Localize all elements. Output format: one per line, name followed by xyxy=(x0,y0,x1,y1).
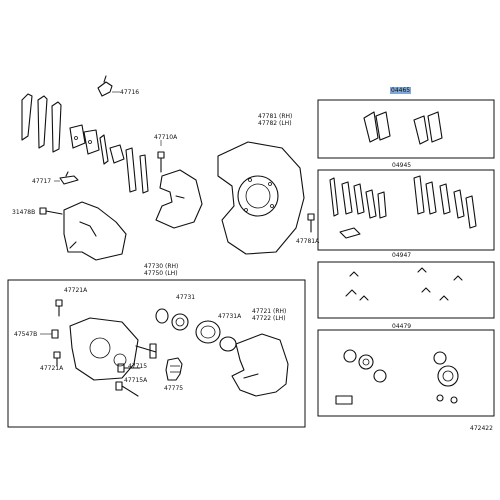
label-47710A: 47710A xyxy=(154,134,178,141)
label-kit-04465: 04465 xyxy=(390,87,412,94)
label-47716: 47716 xyxy=(120,89,140,96)
label-47730-rh: 47730 (RH) xyxy=(144,263,179,270)
label-47750-lh: 47750 (LH) xyxy=(144,270,178,277)
kit-04947-clips xyxy=(345,267,463,301)
label-47781A: 47781A xyxy=(296,238,320,245)
label-47731A: 47731A xyxy=(218,313,242,320)
kit-04945-parts xyxy=(329,175,477,239)
kit-04465-pads xyxy=(363,111,443,145)
caliper-bracket-center xyxy=(155,169,203,229)
caliper-assembly-47721 xyxy=(231,333,289,397)
kit-box-04465 xyxy=(317,99,495,159)
piston-47731A xyxy=(195,320,237,352)
label-47717: 47717 xyxy=(32,178,52,185)
slide-pin-47715 xyxy=(117,363,141,373)
label-47715A: 47715A xyxy=(124,377,148,384)
label-47547B: 47547B xyxy=(14,331,38,338)
clip-47717 xyxy=(59,171,79,185)
label-47731: 47731 xyxy=(176,294,196,301)
caliper-assembly-box xyxy=(7,279,306,428)
label-47721A-top: 47721A xyxy=(64,287,88,294)
label-47781-rh: 47781 (RH) xyxy=(258,113,293,120)
label-47721-rh: 47721 (RH) xyxy=(252,308,287,315)
label-47782-lh: 47782 (LH) xyxy=(258,120,292,127)
kit-box-04945 xyxy=(317,169,495,251)
brake-pads-group xyxy=(21,93,149,194)
clip-47716 xyxy=(97,75,113,97)
label-47775: 47775 xyxy=(164,385,184,392)
caliper-body xyxy=(69,317,157,381)
label-47722-lh: 47722 (LH) xyxy=(252,315,286,322)
label-kit-04479: 04479 xyxy=(392,323,412,330)
bolt-31478B xyxy=(39,207,63,215)
kit-box-04947 xyxy=(317,261,495,319)
slide-pin-47715A xyxy=(115,381,139,397)
boot-47775 xyxy=(165,357,183,381)
caliper-mount xyxy=(63,201,127,261)
diagram-reference-number: 472422 xyxy=(470,425,493,432)
label-kit-04945: 04945 xyxy=(392,162,412,169)
bolt-47721A-top xyxy=(55,299,63,317)
label-kit-04947: 04947 xyxy=(392,252,412,259)
seal-47731 xyxy=(155,308,189,331)
label-47715: 47715 xyxy=(128,363,148,370)
bolt-47781A xyxy=(307,213,315,233)
dust-shield xyxy=(217,141,305,255)
label-47721A-bottom: 47721A xyxy=(40,365,64,372)
kit-box-04479 xyxy=(317,329,495,417)
label-31478B: 31478B xyxy=(12,209,36,216)
bolt-47710A xyxy=(157,140,165,173)
kit-04479-seals xyxy=(335,349,459,405)
bolt-47721A-bottom xyxy=(53,351,61,367)
bleeder-47547B xyxy=(40,329,59,339)
